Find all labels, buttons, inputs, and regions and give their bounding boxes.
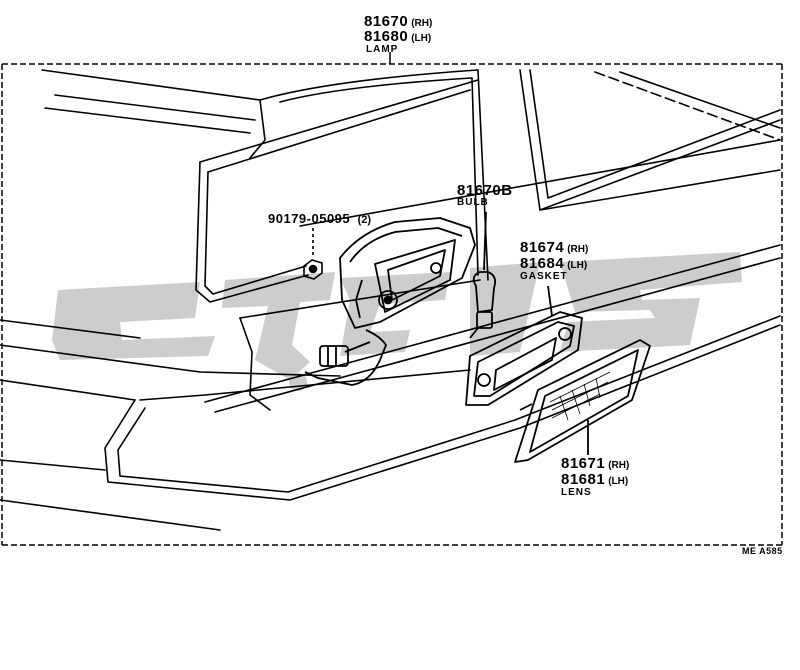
nut-label: 90179-05095 (2) <box>268 211 371 227</box>
lamp-pn-lh: 81680 <box>364 28 409 45</box>
lamp-name: LAMP <box>366 44 399 55</box>
lamp-housing <box>339 217 476 329</box>
lens-name: LENS <box>561 487 592 498</box>
lens <box>514 339 651 463</box>
gasket <box>465 285 583 406</box>
lamp-sfx-lh: (LH) <box>411 33 432 44</box>
bulb-pn: 81670B <box>457 182 513 199</box>
bulb-label: 81670B BULB <box>457 183 513 208</box>
gasket-pn-lh: 81684 <box>520 255 565 272</box>
gasket-sfx-rh: (RH) <box>567 244 589 255</box>
gasket-pn-rh: 81674 <box>520 239 565 256</box>
nut <box>303 228 323 280</box>
gasket-sfx-lh: (LH) <box>567 260 588 271</box>
lens-sfx-lh: (LH) <box>608 476 629 487</box>
lamp-sfx-rh: (RH) <box>411 18 433 29</box>
gasket-label: 81674(RH) 81684(LH) GASKET <box>520 240 588 282</box>
lens-label: 81671(RH) 81681(LH) LENS <box>561 456 629 498</box>
nut-pn: 90179-05095 <box>268 211 351 226</box>
lens-sfx-rh: (RH) <box>608 460 630 471</box>
gasket-name: GASKET <box>520 271 568 282</box>
lens-pn-lh: 81681 <box>561 471 606 488</box>
bulb-name: BULB <box>457 197 489 208</box>
watermark-logo <box>52 252 742 391</box>
diagram-frame <box>1 63 783 546</box>
bulb <box>469 211 497 339</box>
socket-wire <box>304 329 387 386</box>
lamp-pn-rh: 81670 <box>364 13 409 30</box>
diagram-code: ME A585 <box>742 546 783 556</box>
lens-pn-rh: 81671 <box>561 455 606 472</box>
nut-qty: (2) <box>357 214 372 226</box>
lamp-label: 81670(RH) 81680(LH) LAMP <box>364 14 432 55</box>
